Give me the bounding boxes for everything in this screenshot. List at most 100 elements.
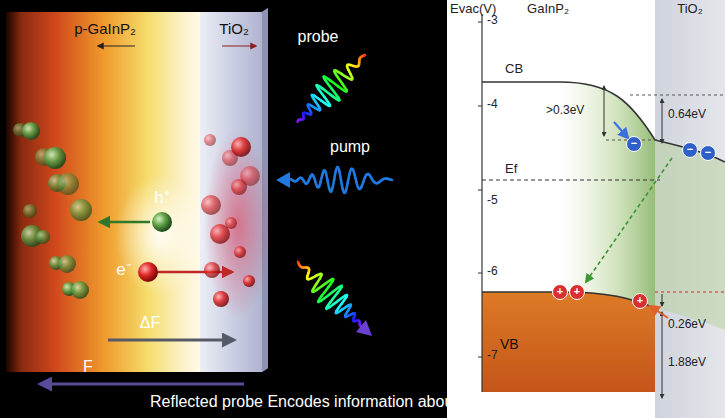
valence-band-edge <box>482 292 655 308</box>
region-label: GaInP₂ <box>527 2 569 17</box>
hole-circle <box>553 285 568 300</box>
dimension-arrow <box>662 99 663 143</box>
electron-sphere <box>225 217 237 229</box>
reflected-pulse-segment <box>330 301 339 307</box>
electron-sphere <box>204 134 216 146</box>
oxide-band-edge <box>655 140 725 162</box>
region-label: TiO₂ <box>677 2 703 17</box>
field-label: F <box>83 358 93 376</box>
oxide-bend-region <box>655 140 725 330</box>
axis-tick <box>478 357 482 358</box>
energy-label: 0.26eV <box>668 318 706 332</box>
valence-band-fill <box>482 292 655 392</box>
charge-sign: + <box>637 295 643 306</box>
field-label: ΔF <box>140 314 160 332</box>
field-arrow <box>40 383 244 386</box>
arrowhead <box>356 320 372 336</box>
hole-sphere <box>23 204 37 218</box>
electron-sphere <box>204 262 220 278</box>
hole-arrow <box>100 221 150 224</box>
hole-sphere <box>152 212 172 232</box>
arrowhead <box>276 172 290 188</box>
pump-pulse <box>290 167 392 193</box>
guide-line <box>655 292 725 293</box>
tick-label: -3 <box>487 14 498 28</box>
direction-arrow <box>98 45 135 46</box>
pump-pulse-segment <box>290 178 292 181</box>
hole-sphere <box>58 255 76 273</box>
node-label: p-GaInP₂ <box>24 20 186 37</box>
energy-label: >0.3eV <box>546 104 584 118</box>
charge-sign: + <box>574 286 580 297</box>
probe-pulse-segment <box>318 89 324 98</box>
probe-pulse <box>298 55 365 122</box>
probe-pulse-segment <box>302 116 305 118</box>
caption-text: Reflected probe Encodes information abou… <box>150 393 518 411</box>
probe-pulse-segment <box>325 80 331 89</box>
level-label: Ef <box>505 162 517 177</box>
probe-pulse-segment <box>298 118 300 121</box>
hole-circle <box>633 294 648 309</box>
hole-sphere <box>70 199 92 221</box>
electron-sphere <box>138 262 158 282</box>
electron-arrow <box>158 271 232 274</box>
dimension-arrow <box>662 312 663 398</box>
recombination-arrow <box>586 158 672 282</box>
axis-line <box>481 14 482 392</box>
beam-label: probe <box>298 28 339 46</box>
electron-sphere <box>243 275 255 287</box>
tick-label: -4 <box>487 98 498 112</box>
charge-sign: + <box>557 286 563 297</box>
dimension-arrow <box>662 294 663 306</box>
electron-sphere <box>231 137 251 157</box>
dimension-arrow <box>604 86 605 136</box>
axis-tick <box>478 22 482 23</box>
axis-tick <box>478 273 482 274</box>
valence-band: VB <box>482 300 655 390</box>
reflected-pulse <box>298 262 362 326</box>
hole-sphere <box>44 147 66 169</box>
probe-pulse-segment <box>337 76 342 84</box>
probe-pulse-segment <box>296 120 299 121</box>
carrier-label: e⁻ <box>116 260 131 280</box>
oxide-region <box>655 0 725 418</box>
charge-sign: − <box>631 138 637 149</box>
hole-sphere <box>71 281 89 299</box>
charge-sign: − <box>687 144 693 155</box>
tick-label: -6 <box>487 265 498 279</box>
pump-pulse-segment <box>341 180 343 189</box>
pump-pulse-segment <box>334 171 336 180</box>
energy-label: 0.64eV <box>668 108 706 122</box>
electron-sphere <box>234 246 246 258</box>
hole-sphere <box>22 122 40 140</box>
probe-pulse-segment <box>330 80 339 87</box>
pump-pulse-segment <box>339 171 341 180</box>
beam-label: pump <box>330 138 370 156</box>
field-change-arrow <box>108 339 234 342</box>
electron-sphere <box>213 291 229 307</box>
hole-sphere <box>57 173 79 195</box>
hole-sphere <box>36 230 50 244</box>
tick-label: -5 <box>487 194 498 208</box>
axis-tick <box>478 190 482 191</box>
band-label: CB <box>505 62 523 77</box>
pump-pulse-segment <box>333 179 335 188</box>
black-panel <box>0 0 447 418</box>
node-label: TiO₂ <box>204 20 264 37</box>
reflected-pulse-segment <box>318 283 326 288</box>
charge-sign: − <box>705 147 711 158</box>
charge-glow <box>204 130 272 320</box>
tick-label: -7 <box>487 349 498 363</box>
electron-sphere <box>201 195 221 215</box>
node-label: VB <box>500 336 637 352</box>
electron-circle <box>701 146 716 161</box>
axis-tick <box>478 106 482 107</box>
hole-arrow <box>650 306 668 318</box>
hole-circle <box>570 285 585 300</box>
electron-circle <box>627 137 642 152</box>
electron-sphere <box>240 166 260 186</box>
conduction-band-edge <box>482 82 655 140</box>
transfer-arrow <box>614 122 628 138</box>
